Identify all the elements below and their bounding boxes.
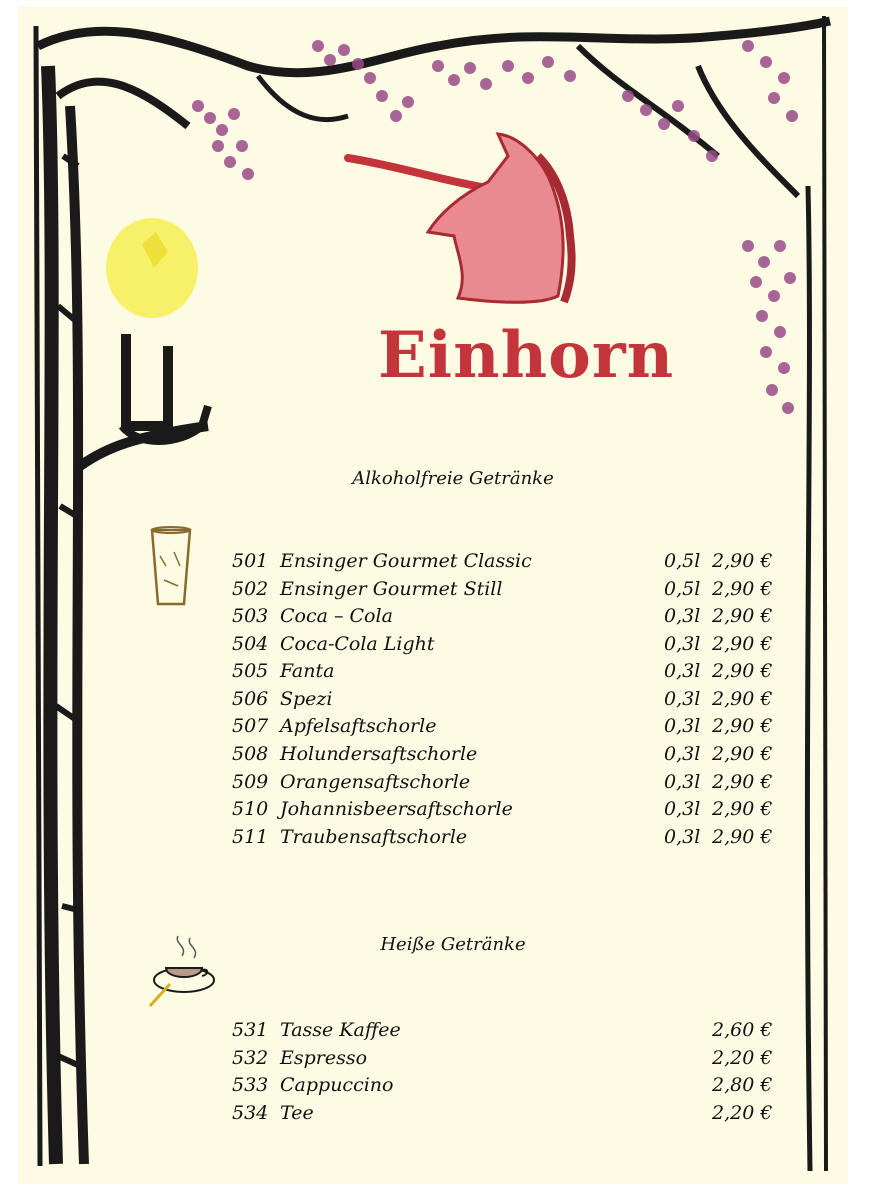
item-price: 2,90 € (712, 660, 773, 682)
item-number: 511 (232, 826, 269, 848)
item-name: Coca-Cola Light (280, 633, 435, 655)
menu-item: 505 Fanta 0,3l 2,90 € (18, 660, 848, 686)
item-volume: 0,3l (664, 826, 701, 848)
item-volume: 0,3l (664, 743, 701, 765)
item-volume: 0,3l (664, 715, 701, 737)
menu-item: 502 Ensinger Gourmet Still 0,5l 2,90 € (18, 578, 848, 604)
restaurant-logo-text: Einhorn (378, 318, 675, 393)
item-name: Ensinger Gourmet Still (280, 578, 503, 600)
item-name: Coca – Cola (280, 605, 393, 627)
item-volume: 0,3l (664, 633, 701, 655)
menu-item: 504 Coca-Cola Light 0,3l 2,90 € (18, 633, 848, 659)
item-price: 2,90 € (712, 743, 773, 765)
item-name: Apfelsaftschorle (280, 715, 437, 737)
item-number: 510 (232, 798, 269, 820)
item-number: 533 (232, 1074, 269, 1096)
menu-item: 506 Spezi 0,3l 2,90 € (18, 688, 848, 714)
tree-frame-illustration (33, 15, 831, 1172)
menu-item: 510 Johannisbeersaftschorle 0,3l 2,90 € (18, 798, 848, 824)
item-volume: 0,3l (664, 605, 701, 627)
item-number: 532 (232, 1047, 269, 1069)
item-number: 504 (232, 633, 269, 655)
item-number: 507 (232, 715, 269, 737)
item-price: 2,90 € (712, 771, 773, 793)
item-volume: 0,3l (664, 798, 701, 820)
item-number: 534 (232, 1102, 269, 1124)
menu-item: 501 Ensinger Gourmet Classic 0,5l 2,90 € (18, 550, 848, 576)
item-price: 2,80 € (712, 1074, 773, 1096)
item-volume: 0,5l (664, 578, 701, 600)
item-price: 2,20 € (712, 1047, 773, 1069)
item-price: 2,90 € (712, 605, 773, 627)
tree-trunk-right (804, 15, 828, 1172)
grapes-icon (192, 40, 798, 414)
item-price: 2,90 € (712, 826, 773, 848)
menu-item: 534 Tee 2,20 € (18, 1102, 848, 1128)
item-number: 502 (232, 578, 269, 600)
item-number: 531 (232, 1019, 269, 1041)
section-title-hot-drinks: Heiße Getränke (380, 934, 526, 955)
item-number: 505 (232, 660, 269, 682)
menu-item: 508 Holundersaftschorle 0,3l 2,90 € (18, 743, 848, 769)
item-name: Tasse Kaffee (280, 1019, 401, 1041)
menu-item: 503 Coca – Cola 0,3l 2,90 € (18, 605, 848, 631)
item-name: Fanta (280, 660, 335, 682)
item-name: Orangensaftschorle (280, 771, 471, 793)
item-name: Cappuccino (280, 1074, 394, 1096)
item-price: 2,90 € (712, 550, 773, 572)
candle-icon (106, 218, 212, 445)
item-name: Espresso (280, 1047, 368, 1069)
item-name: Johannisbeersaftschorle (280, 798, 513, 820)
item-volume: 0,5l (664, 550, 701, 572)
item-name: Ensinger Gourmet Classic (280, 550, 532, 572)
item-price: 2,90 € (712, 633, 773, 655)
coffee-cup-icon (148, 935, 215, 1008)
tree-trunk-left (33, 25, 209, 1167)
item-number: 509 (232, 771, 269, 793)
item-name: Spezi (280, 688, 333, 710)
item-price: 2,90 € (712, 715, 773, 737)
menu-item: 507 Apfelsaftschorle 0,3l 2,90 € (18, 715, 848, 741)
item-price: 2,20 € (712, 1102, 773, 1124)
item-number: 501 (232, 550, 269, 572)
item-number: 506 (232, 688, 269, 710)
item-number: 508 (232, 743, 269, 765)
item-volume: 0,3l (664, 660, 701, 682)
item-number: 503 (232, 605, 269, 627)
tree-branches-top (35, 16, 831, 199)
item-name: Tee (280, 1102, 314, 1124)
item-name: Traubensaftschorle (280, 826, 468, 848)
menu-item: 532 Espresso 2,20 € (18, 1047, 848, 1073)
unicorn-head-icon (344, 132, 576, 304)
glass-icon (150, 526, 192, 606)
menu-item: 533 Cappuccino 2,80 € (18, 1074, 848, 1100)
item-volume: 0,3l (664, 688, 701, 710)
section-title-cold-drinks: Alkoholfreie Getränke (352, 468, 554, 489)
item-price: 2,90 € (712, 688, 773, 710)
menu-item: 511 Traubensaftschorle 0,3l 2,90 € (18, 826, 848, 852)
item-volume: 0,3l (664, 771, 701, 793)
item-price: 2,60 € (712, 1019, 773, 1041)
item-name: Holundersaftschorle (280, 743, 478, 765)
item-price: 2,90 € (712, 798, 773, 820)
item-price: 2,90 € (712, 578, 773, 600)
menu-item: 509 Orangensaftschorle 0,3l 2,90 € (18, 771, 848, 797)
menu-page: Einhorn Alkoholfreie Getränke 501 Ensing… (18, 6, 848, 1184)
menu-item: 531 Tasse Kaffee 2,60 € (18, 1019, 848, 1045)
